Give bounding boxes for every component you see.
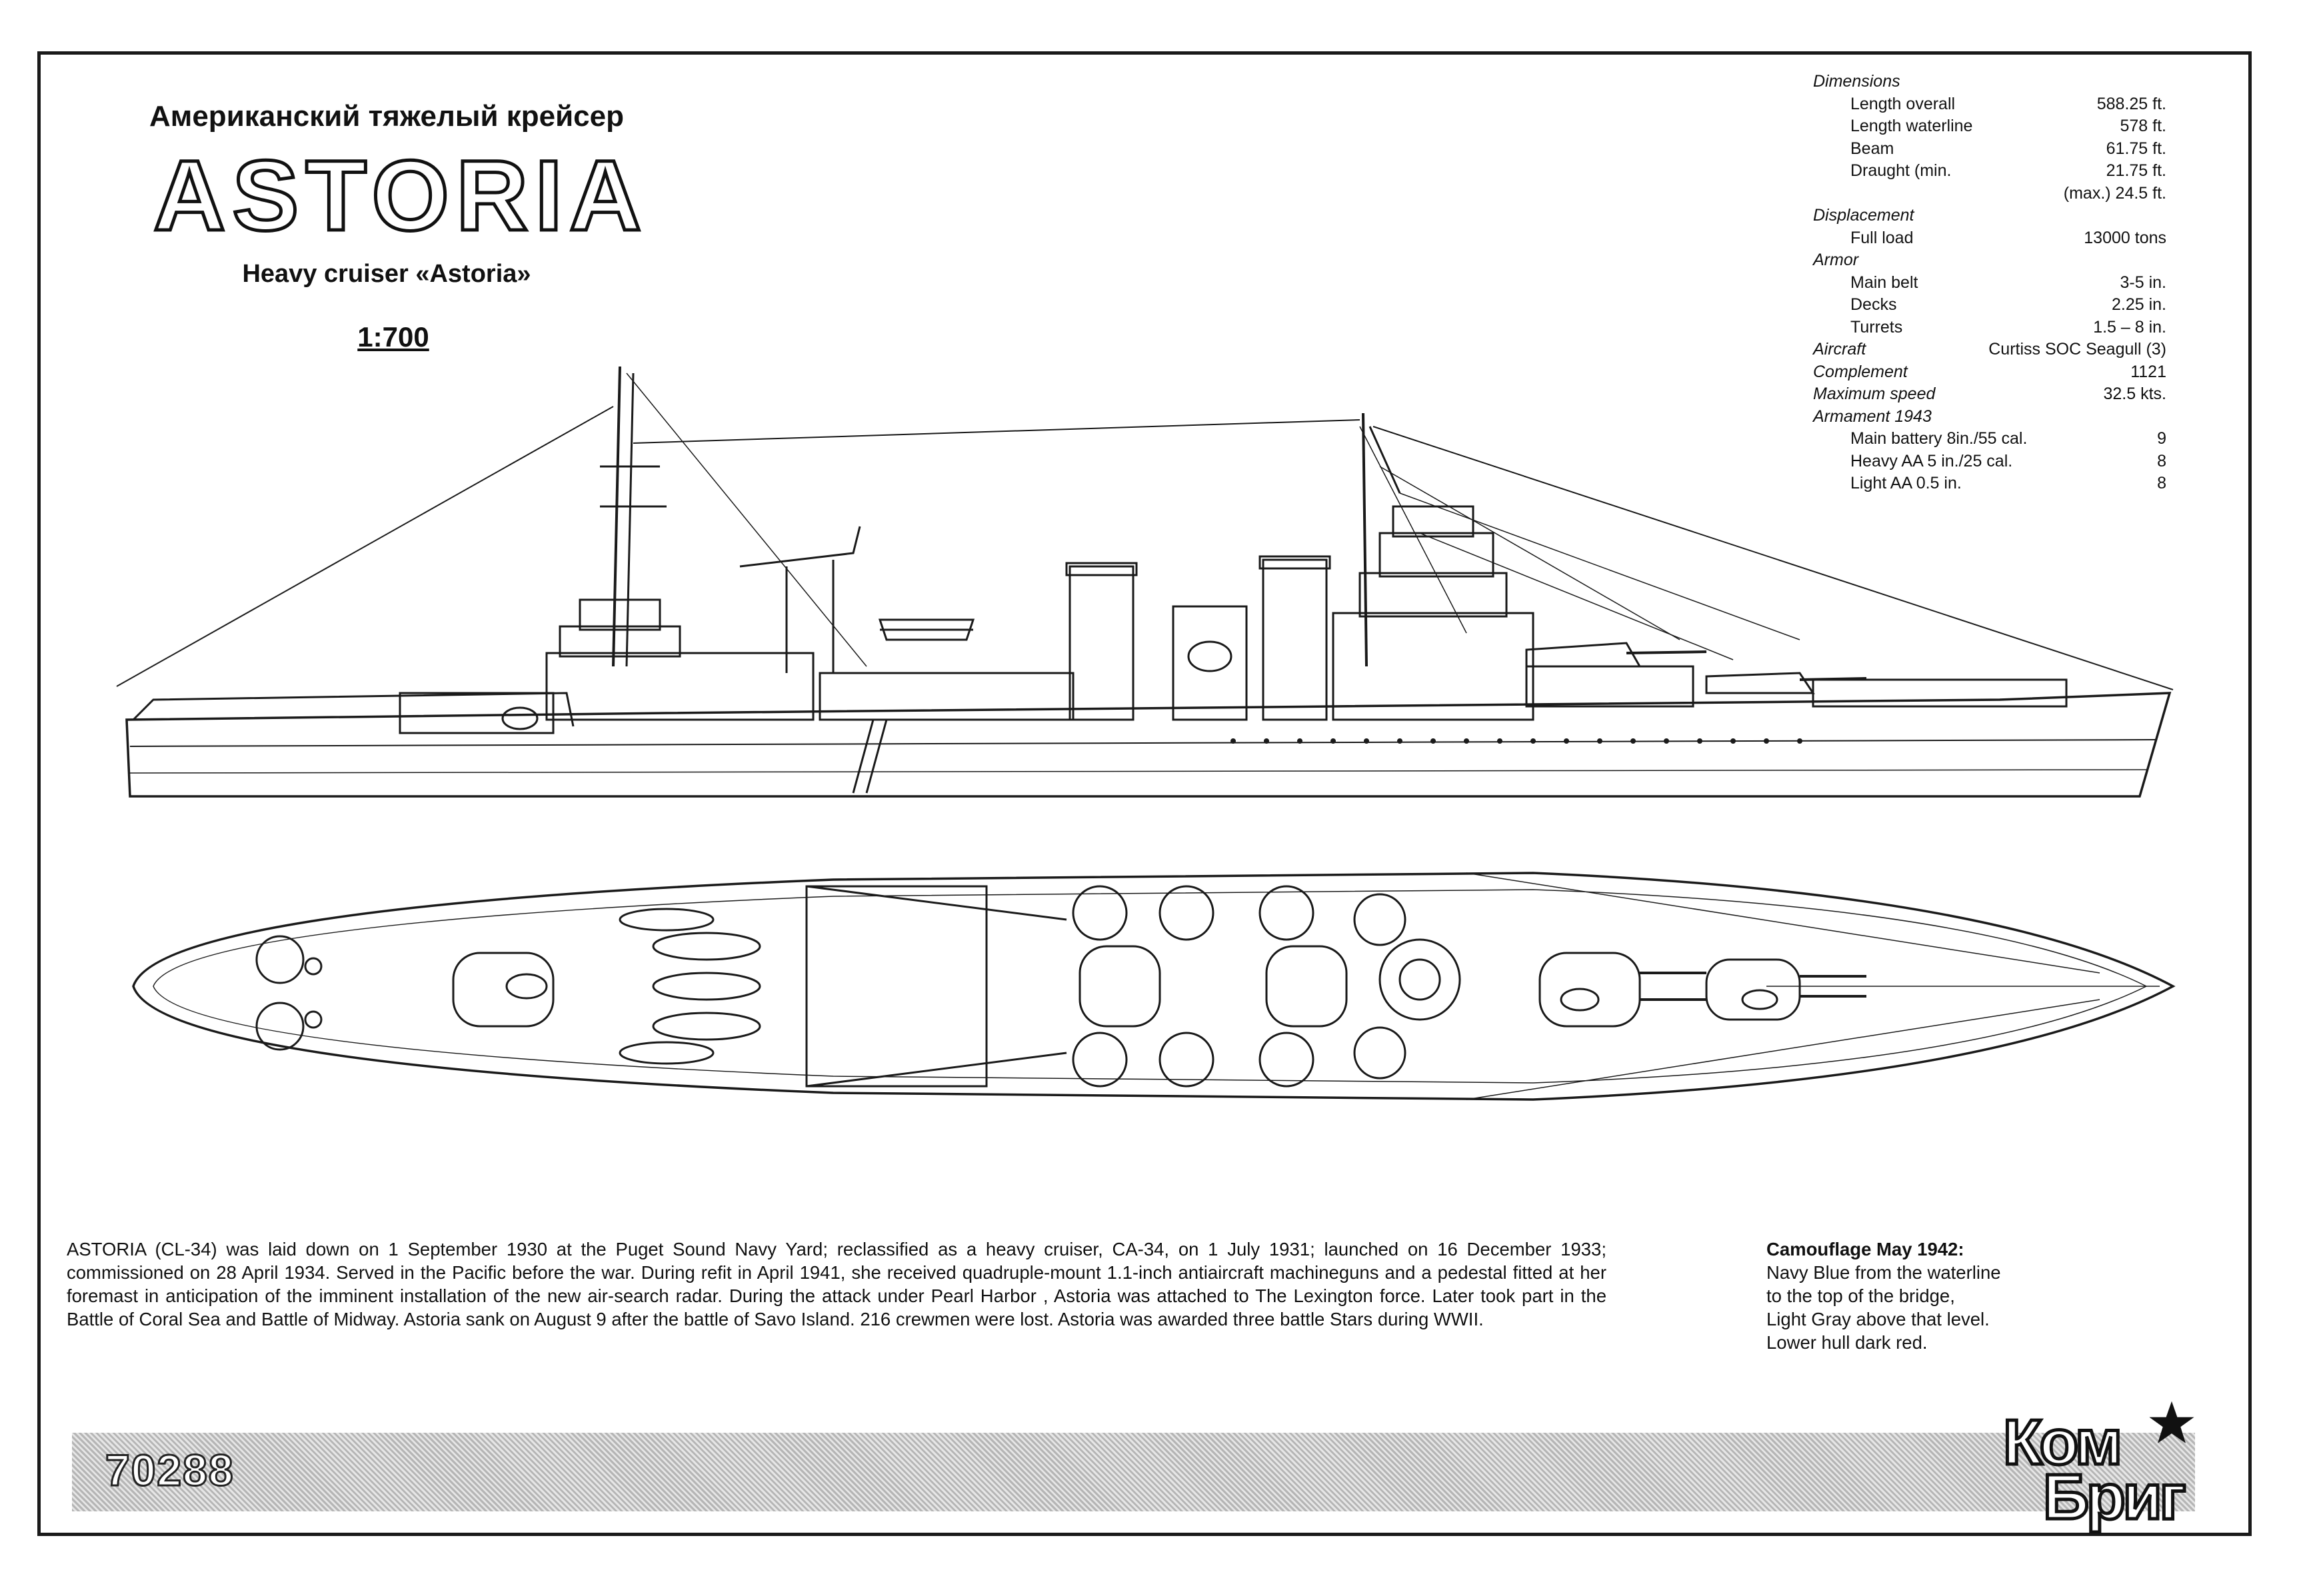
spec-label: Beam <box>1850 139 1894 158</box>
russian-title: Американский тяжелый крейсер <box>149 100 624 133</box>
english-title: Heavy cruiser «Astoria» <box>242 260 531 288</box>
logo-line-2: Бриг <box>2042 1460 2188 1535</box>
spec-value: 21.75 ft. <box>2106 161 2166 180</box>
spec-value: 1.5 – 8 in. <box>2093 317 2166 337</box>
spec-label: Complement <box>1813 362 1908 381</box>
camouflage-line: Lower hull dark red. <box>1766 1332 1928 1353</box>
spec-value: 8 <box>2157 474 2166 492</box>
catalog-number: 70288 <box>105 1445 235 1496</box>
spec-row: Maximum speed 32.5 kts. <box>1813 383 2166 406</box>
spec-row: Beam 61.75 ft. <box>1813 138 2166 161</box>
spec-row: Light AA 0.5 in. 8 <box>1813 472 2166 495</box>
spec-row: Main battery 8in./55 cal. 9 <box>1813 428 2166 450</box>
camouflage-title: Camouflage May 1942: <box>1766 1239 1964 1259</box>
camouflage-line: to the top of the bridge, <box>1766 1285 1955 1306</box>
spec-value: Curtiss SOC Seagull (3) <box>1988 340 2166 359</box>
spec-label: Aircraft <box>1813 340 1866 359</box>
spec-label: Displacement <box>1813 206 1914 225</box>
spec-label: Armament 1943 <box>1813 406 1932 426</box>
spec-row: (max.) 24.5 ft. <box>1813 183 2166 205</box>
logo-line-1: Ком <box>2002 1405 2124 1480</box>
ship-name-title: ASTORIA <box>152 139 649 251</box>
spec-value: 9 <box>2157 429 2166 448</box>
spec-label: Dimensions <box>1813 72 1900 91</box>
footer-hatched-band <box>72 1433 2195 1511</box>
spec-row: Armament 1943 <box>1813 406 2166 428</box>
spec-row: Decks 2.25 in. <box>1813 294 2166 317</box>
spec-row: Turrets 1.5 – 8 in. <box>1813 317 2166 339</box>
spec-row: Length overall 588.25 ft. <box>1813 93 2166 116</box>
spec-row: Full load 13000 tons <box>1813 227 2166 250</box>
spec-label: Maximum speed <box>1813 385 1936 403</box>
spec-value: 61.75 ft. <box>2106 139 2166 158</box>
spec-row: Heavy AA 5 in./25 cal. 8 <box>1813 450 2166 473</box>
spec-row: Draught (min. 21.75 ft. <box>1813 160 2166 183</box>
spec-row: Aircraft Curtiss SOC Seagull (3) <box>1813 339 2166 361</box>
spec-row: Armor <box>1813 249 2166 272</box>
spec-value: 32.5 kts. <box>2103 385 2167 403</box>
spec-label: Length overall <box>1850 94 1956 113</box>
spec-value: (max.) 24.5 ft. <box>2063 183 2166 203</box>
spec-label: Turrets <box>1850 317 1903 337</box>
spec-row: Main belt 3-5 in. <box>1813 272 2166 295</box>
camouflage-notes: Camouflage May 1942: Navy Blue from the … <box>1766 1237 2113 1354</box>
spec-label: Draught (min. <box>1850 161 1952 180</box>
spec-value: 1121 <box>2130 362 2166 381</box>
spec-row: Complement 1121 <box>1813 361 2166 384</box>
spec-value: 13000 tons <box>2084 228 2166 247</box>
camouflage-line: Navy Blue from the waterline <box>1766 1262 2001 1283</box>
kombrig-logo: Ком Бриг <box>1990 1399 2194 1535</box>
spec-value: 8 <box>2157 451 2166 470</box>
spec-value: 588.25 ft. <box>2096 94 2166 113</box>
ship-history-text: ASTORIA (CL-34) was laid down on 1 Septe… <box>67 1239 1606 1329</box>
spec-label: Main battery 8in./55 cal. <box>1850 429 2028 448</box>
spec-row: Displacement <box>1813 205 2166 227</box>
spec-row: Dimensions <box>1813 71 2166 93</box>
drawing-frame <box>37 51 2252 1536</box>
spec-row: Length waterline 578 ft. <box>1813 115 2166 138</box>
spec-value: 2.25 in. <box>2111 295 2166 314</box>
spec-value: 3-5 in. <box>2120 273 2166 292</box>
spec-label: Length waterline <box>1850 117 1973 135</box>
star-icon <box>2149 1401 2194 1443</box>
spec-label: Full load <box>1850 228 1914 247</box>
side-profile-view <box>116 366 2174 798</box>
camouflage-line: Light Gray above that level. <box>1766 1309 1990 1329</box>
spec-label: Armor <box>1813 251 1859 269</box>
spec-label: Main belt <box>1850 273 1918 292</box>
spec-value: 578 ft. <box>2120 117 2167 135</box>
spec-label: Decks <box>1850 295 1897 314</box>
spec-label: Light AA 0.5 in. <box>1850 474 1962 492</box>
scale-label: 1:700 <box>357 321 429 353</box>
spec-label: Heavy AA 5 in./25 cal. <box>1850 451 2013 470</box>
plan-view <box>132 872 2176 1101</box>
